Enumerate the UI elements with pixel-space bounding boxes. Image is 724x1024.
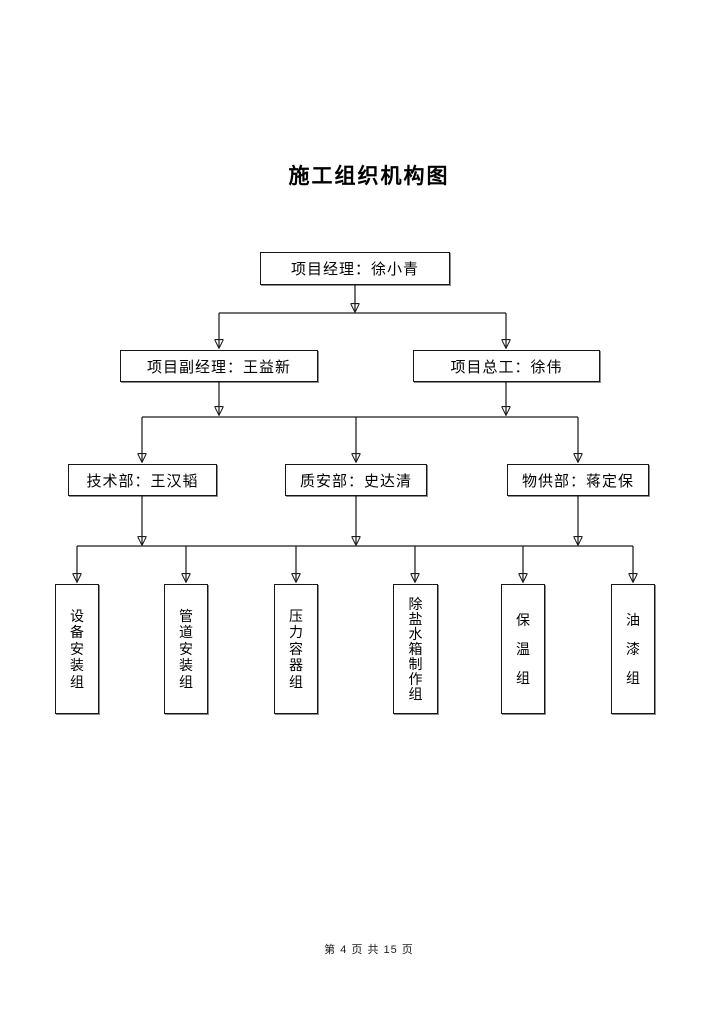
node-demin-water-tank-group: 除盐水箱制作组 — [393, 584, 438, 714]
node-pressure-vessel-group: 压力容器组 — [274, 584, 318, 714]
node-insulation-group: 保温组 — [501, 584, 545, 714]
node-project-chief-engineer: 项目总工：徐伟 — [413, 350, 600, 382]
node-painting-group: 油漆组 — [611, 584, 655, 714]
node-equipment-install-group: 设备安装组 — [55, 584, 99, 714]
node-material-supply-dept: 物供部：蒋定保 — [507, 464, 649, 496]
node-project-manager: 项目经理：徐小青 — [260, 252, 450, 285]
node-deputy-project-manager: 项目副经理：王益新 — [120, 350, 318, 382]
page-number: 第 4 页 共 15 页 — [324, 944, 414, 956]
node-quality-safety-dept: 质安部：史达清 — [285, 464, 427, 496]
node-pipeline-install-group: 管道安装组 — [164, 584, 208, 714]
node-technical-dept: 技术部：王汉韬 — [68, 464, 217, 496]
page-title: 施工组织机构图 — [288, 165, 450, 188]
